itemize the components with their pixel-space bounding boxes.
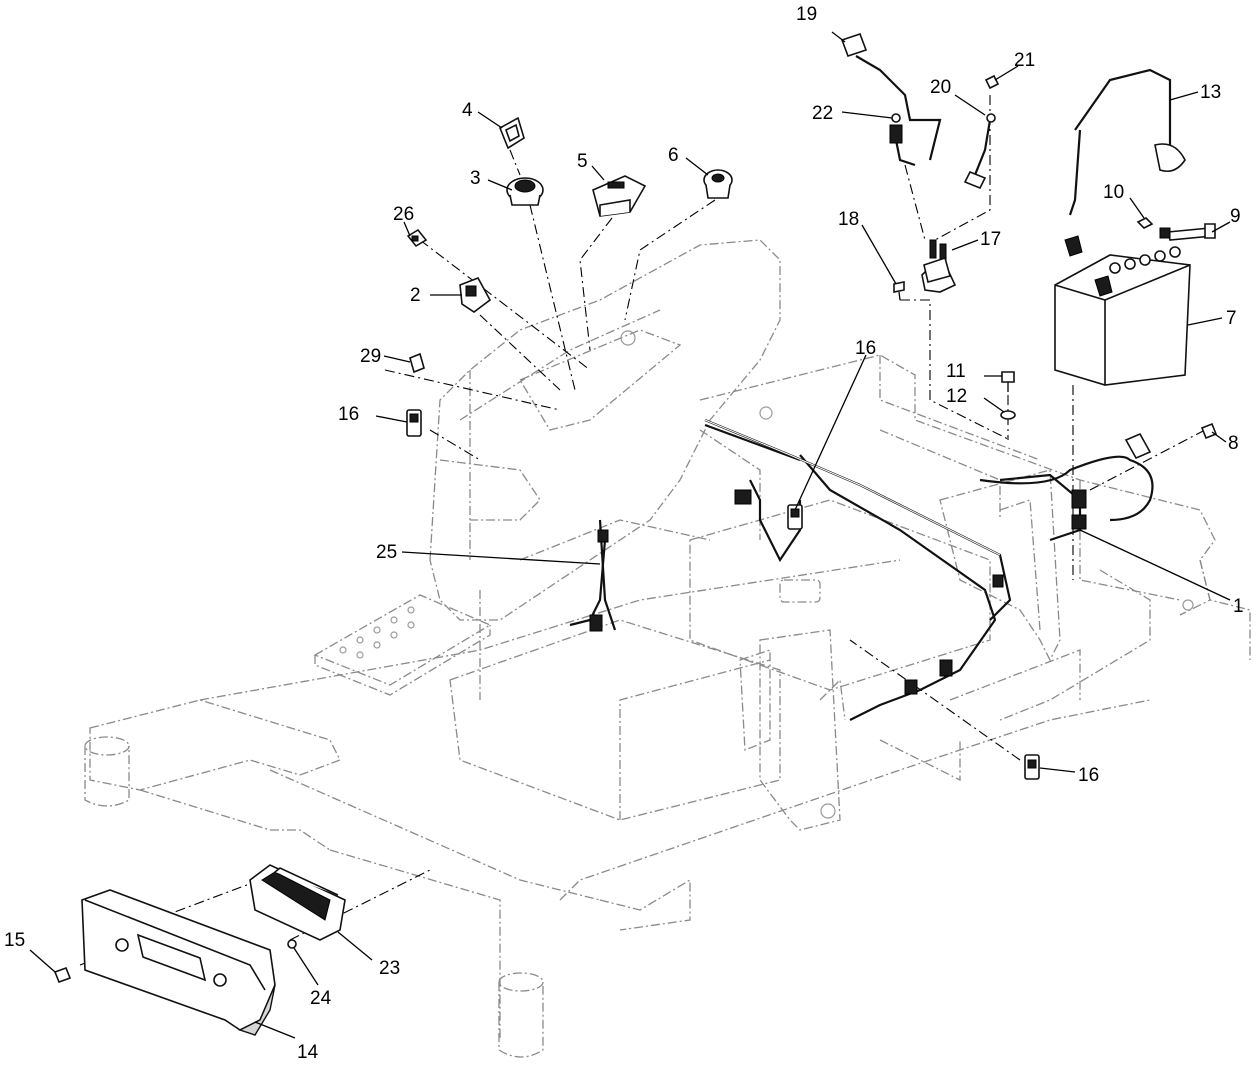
callout-5: 5 [577,151,588,172]
callout-16-left: 16 [338,404,359,425]
part-9-bolt [1159,223,1216,241]
part-5-hour-meter [592,175,647,217]
wiring-harness [569,418,1154,721]
callout-11: 11 [946,361,966,382]
part-13-battery-hold-down [1068,68,1186,216]
callout-1: 1 [1233,596,1244,617]
part-6-power-outlet [703,169,733,199]
callout-15: 15 [4,930,25,951]
part-12-washer [1000,410,1016,420]
part-4-key-switch-bezel [498,116,525,150]
callout-10: 10 [1103,182,1124,203]
part-14-bumper-bezel [81,889,276,1036]
part-16-switch-mid [787,504,803,530]
part-7-battery [1054,235,1191,386]
callout-4: 4 [462,100,473,121]
callout-labels: 1 2 3 4 5 6 7 8 9 10 11 12 13 14 15 16 1… [4,4,1244,1063]
part-17-solenoid [921,239,957,293]
parts [53,32,1218,1036]
callout-6: 6 [668,145,679,166]
callout-16-lower: 16 [1078,765,1099,786]
part-21-screw [984,74,1000,90]
part-11-bolt [1001,371,1015,392]
callout-8: 8 [1228,433,1239,454]
callout-25: 25 [376,542,397,563]
callout-22: 22 [812,103,833,124]
part-18-bolt [893,281,905,301]
part-10-nut [1136,217,1154,229]
callout-29: 29 [360,346,381,367]
callout-14: 14 [297,1042,319,1063]
callout-20: 20 [930,77,951,98]
part-2-rocker-switch [459,276,492,313]
part-25-harness-clip [589,529,609,632]
part-16-switch-lower [1024,754,1040,780]
part-1-wire-harness [734,432,1152,695]
part-16-switch-left [406,409,422,437]
callout-3: 3 [470,168,481,189]
callout-24: 24 [310,988,332,1009]
callout-12: 12 [946,386,967,407]
callout-pointer-lines [29,31,1231,1039]
part-20-battery-cable [963,113,996,190]
part-15-screw [53,966,72,984]
part-26-switch [406,228,428,248]
callout-2: 2 [410,285,421,306]
callout-26: 26 [393,204,414,225]
callout-23: 23 [379,958,400,979]
assembly-leader-lines [79,95,1206,966]
part-24-screw [287,939,297,949]
part-29-clip [409,352,425,374]
part-3-key-switch [506,177,544,206]
part-22-screw [891,113,901,123]
chassis-frame [84,239,1251,1058]
callout-18: 18 [838,209,859,230]
callout-17: 17 [980,229,1001,250]
part-19-harness [840,32,942,167]
callout-13: 13 [1200,82,1221,103]
callout-16-mid: 16 [855,338,876,359]
part-8-screw [1200,422,1218,440]
callout-9: 9 [1230,206,1241,227]
callout-19: 19 [796,4,817,25]
callout-21: 21 [1014,50,1035,71]
callout-7: 7 [1226,308,1237,329]
part-23-headlight [249,864,346,941]
